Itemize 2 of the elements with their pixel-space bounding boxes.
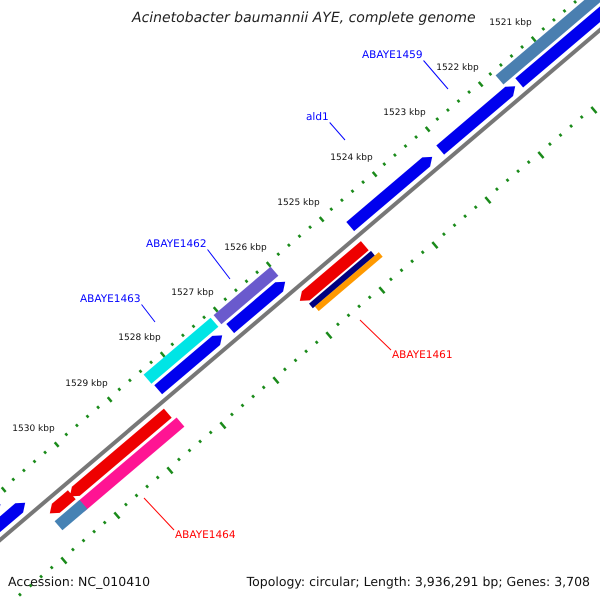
accession-text: Accession: NC_010410: [8, 576, 150, 588]
genome-info-text: Topology: circular; Length: 3,936,291 bp; Genes: 3,708: [246, 576, 590, 588]
